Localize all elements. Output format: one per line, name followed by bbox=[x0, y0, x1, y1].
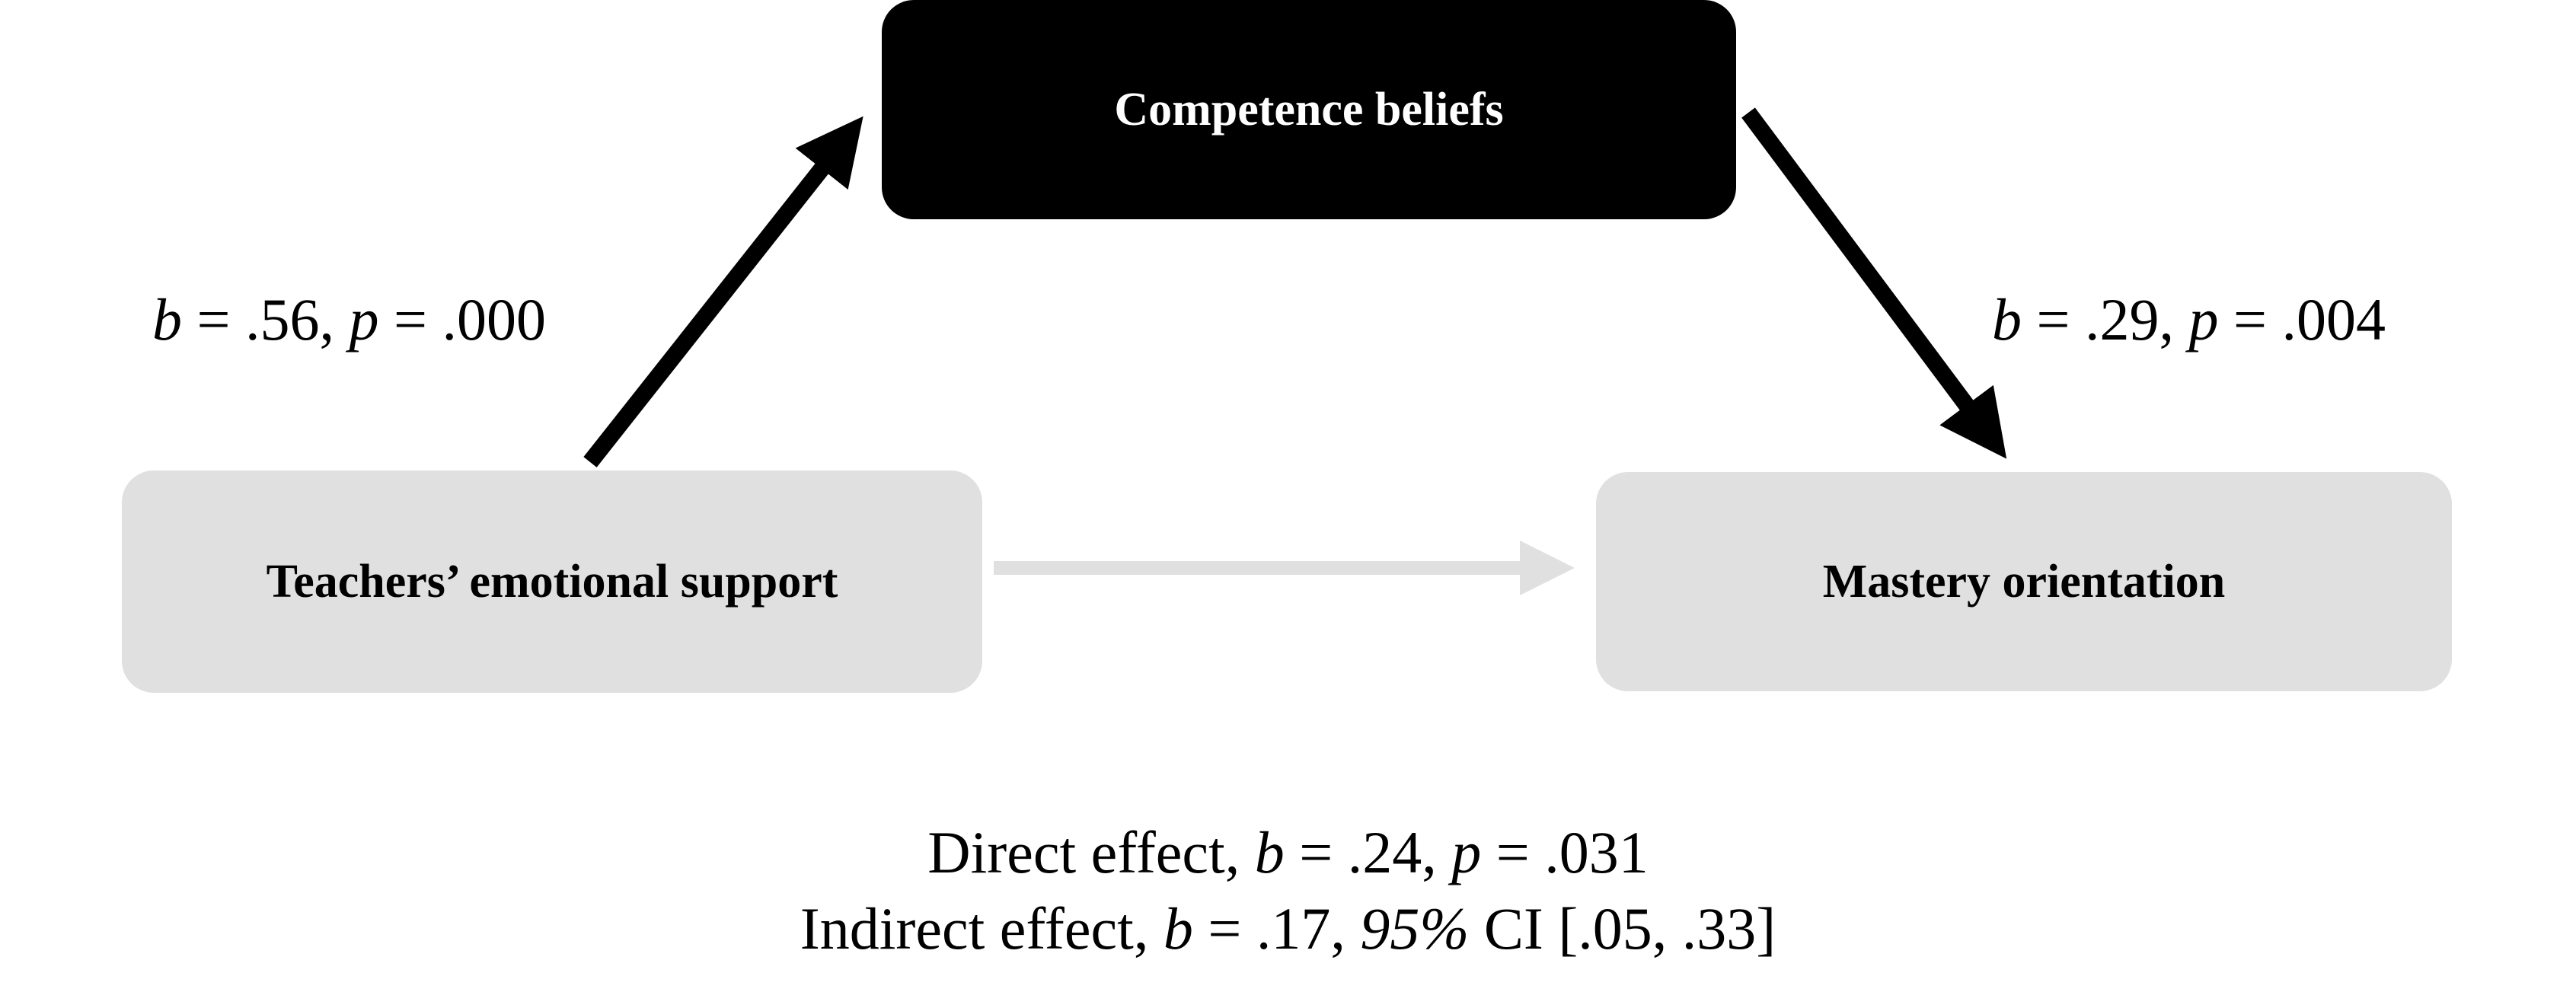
path-b-b-value: = .29, bbox=[2022, 286, 2189, 352]
node-mastery-orientation-label: Mastery orientation bbox=[1822, 555, 2226, 608]
indirect-effect-b-symbol: b bbox=[1163, 895, 1193, 962]
path-b-p-value: = .004 bbox=[2218, 286, 2386, 352]
indirect-effect-line: Indirect effect, b = .17, 95% CI [.05, .… bbox=[0, 895, 2576, 963]
path-b-label: b = .29, p = .004 bbox=[1992, 285, 2386, 354]
node-teachers-emotional-support-label: Teachers’ emotional support bbox=[266, 555, 838, 608]
path-a-p-symbol: p bbox=[349, 286, 379, 352]
indirect-effect-ci-value: CI [.05, .33] bbox=[1469, 895, 1776, 962]
path-b-b-symbol: b bbox=[1992, 286, 2022, 352]
path-a-b-symbol: b bbox=[152, 286, 182, 352]
direct-effect-label: Direct effect, bbox=[927, 819, 1255, 885]
direct-effect-p-value: = .031 bbox=[1481, 819, 1649, 885]
direct-effect-b-value: = .24, bbox=[1284, 819, 1452, 885]
path-a-b-value: = .56, bbox=[182, 286, 350, 352]
direct-effect-line: Direct effect, b = .24, p = .031 bbox=[0, 818, 2576, 887]
node-teachers-emotional-support: Teachers’ emotional support bbox=[122, 470, 982, 693]
arrow-competence-to-mastery bbox=[1741, 107, 2007, 459]
arrow-support-to-competence bbox=[583, 116, 863, 467]
indirect-effect-b-value: = .17, bbox=[1192, 895, 1361, 962]
indirect-effect-label: Indirect effect, bbox=[800, 895, 1164, 962]
node-mastery-orientation: Mastery orientation bbox=[1596, 472, 2452, 691]
node-competence-beliefs-label: Competence beliefs bbox=[1114, 83, 1504, 136]
path-a-p-value: = .000 bbox=[378, 286, 546, 352]
node-competence-beliefs: Competence beliefs bbox=[882, 0, 1736, 219]
path-a-label: b = .56, p = .000 bbox=[152, 285, 546, 354]
path-b-p-symbol: p bbox=[2188, 286, 2219, 352]
direct-effect-p-symbol: p bbox=[1451, 819, 1482, 885]
direct-effect-b-symbol: b bbox=[1254, 819, 1285, 885]
indirect-effect-ci-level: 95% bbox=[1360, 895, 1470, 962]
